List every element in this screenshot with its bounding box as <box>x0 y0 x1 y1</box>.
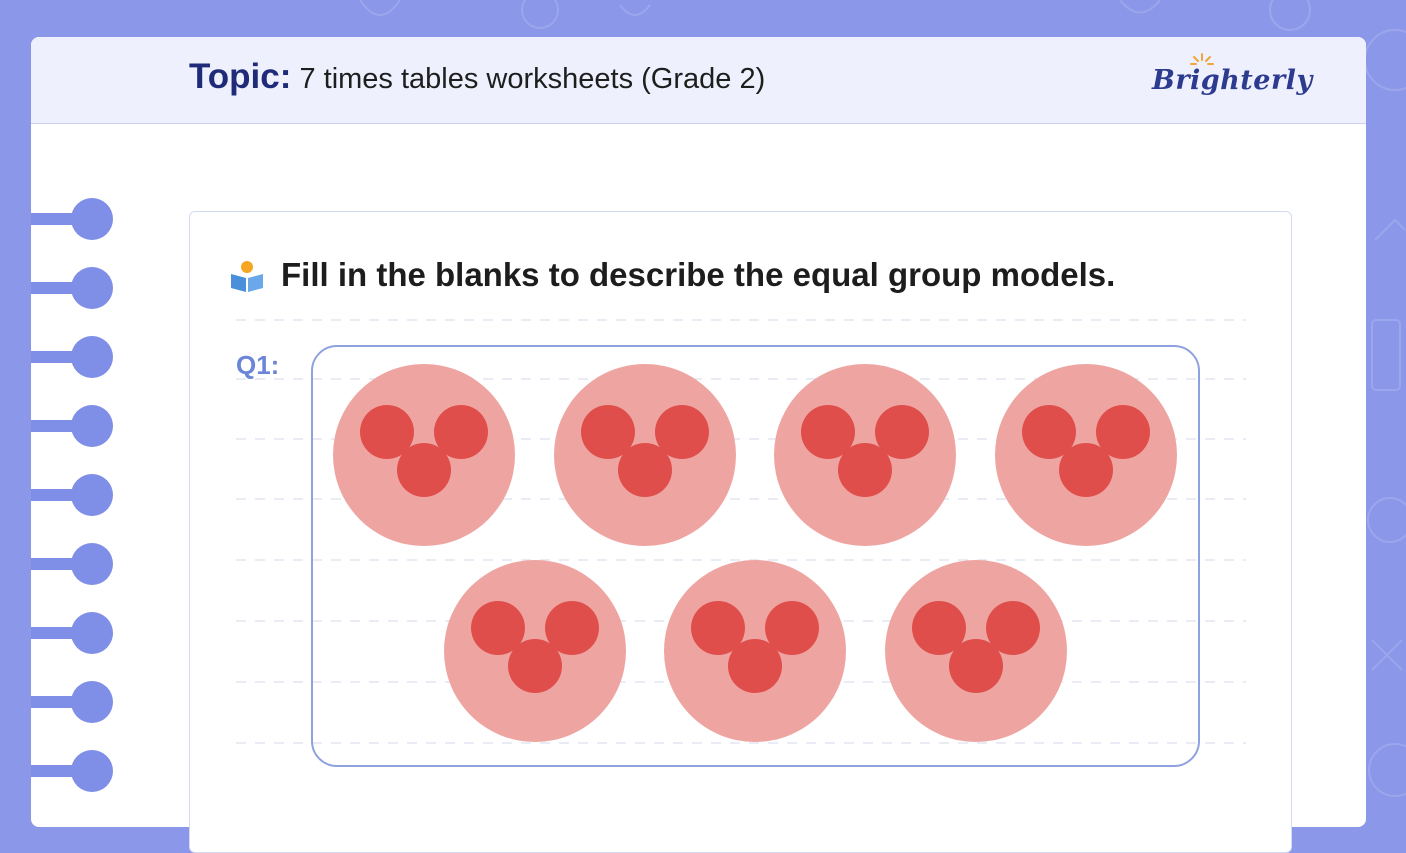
background-doodles <box>359 0 1406 797</box>
group-item-dot <box>618 443 672 497</box>
binding-ring <box>31 267 113 309</box>
group-item-dot <box>801 405 855 459</box>
equal-groups-model <box>311 345 1200 767</box>
binding-ring <box>31 474 113 516</box>
group-item-dot <box>1059 443 1113 497</box>
group-item-dot <box>471 601 525 655</box>
worksheet-header: Topic: 7 times tables worksheets (Grade … <box>31 37 1366 124</box>
group-item-dot <box>1022 405 1076 459</box>
group-item-dot <box>949 639 1003 693</box>
binding-ring <box>31 750 113 792</box>
group-item-dot <box>360 405 414 459</box>
question-number: Q1: <box>236 350 280 380</box>
group-item-dot <box>1096 405 1150 459</box>
binding-ring <box>31 405 113 447</box>
group-item-dot <box>986 601 1040 655</box>
topic-text: 7 times tables worksheets (Grade 2) <box>299 63 766 95</box>
topic-label: Topic: <box>189 57 292 96</box>
binding-ring <box>31 543 113 585</box>
group-circle <box>664 560 846 742</box>
group-item-dot <box>838 443 892 497</box>
group-item-dot <box>691 601 745 655</box>
group-item-dot <box>912 601 966 655</box>
group-circle <box>995 364 1177 546</box>
group-circle <box>444 560 626 742</box>
group-item-dot <box>875 405 929 459</box>
binding-ring <box>31 681 113 723</box>
group-item-dot <box>397 443 451 497</box>
binding-ring <box>31 612 113 654</box>
sun-rays-icon <box>1190 53 1214 65</box>
group-item-dot <box>655 405 709 459</box>
group-item-dot <box>545 601 599 655</box>
reading-book-icon <box>231 261 263 292</box>
group-item-dot <box>728 639 782 693</box>
group-item-dot <box>508 639 562 693</box>
question-instruction: Fill in the blanks to describe the equal… <box>281 256 1116 293</box>
notebook-rings <box>31 198 113 792</box>
topic-line: Topic: 7 times tables worksheets (Grade … <box>189 57 765 97</box>
binding-ring <box>31 336 113 378</box>
group-circle <box>774 364 956 546</box>
group-item-dot <box>581 405 635 459</box>
equal-groups-drawing <box>333 364 1177 742</box>
group-circle <box>333 364 515 546</box>
group-circle <box>554 364 736 546</box>
binding-ring <box>31 198 113 240</box>
group-item-dot <box>765 601 819 655</box>
group-circle <box>885 560 1067 742</box>
brand-logo: Brighterly <box>1152 65 1313 96</box>
group-item-dot <box>434 405 488 459</box>
